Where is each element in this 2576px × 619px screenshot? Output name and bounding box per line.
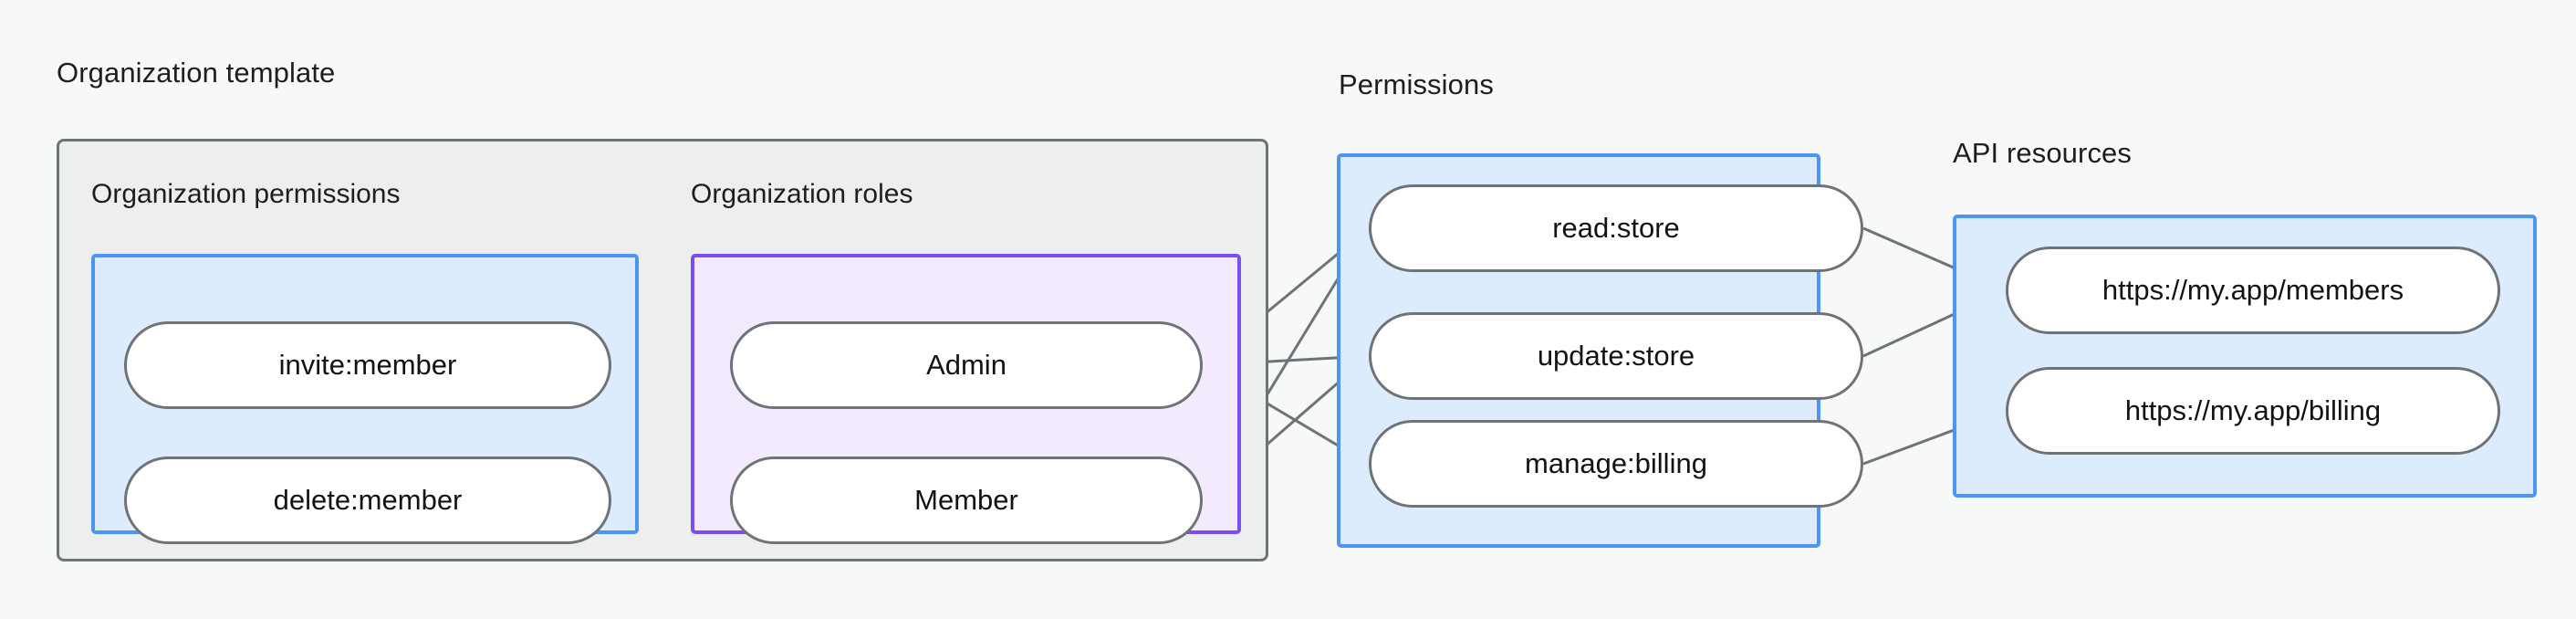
pill-members-url[interactable]: https://my.app/members: [2006, 247, 2500, 334]
organization-template-label: Organization template: [57, 57, 336, 89]
organization-permissions-label: Organization permissions: [91, 179, 401, 209]
permissions-label: Permissions: [1339, 68, 1494, 100]
pill-manage-billing[interactable]: manage:billing: [1369, 420, 1863, 508]
pill-billing-url[interactable]: https://my.app/billing: [2006, 367, 2500, 455]
pill-member[interactable]: Member: [730, 456, 1203, 544]
pill-admin[interactable]: Admin: [730, 321, 1203, 409]
pill-update-store[interactable]: update:store: [1369, 312, 1863, 400]
pill-delete-member[interactable]: delete:member: [124, 456, 611, 544]
pill-invite-member[interactable]: invite:member: [124, 321, 611, 409]
pill-read-store[interactable]: read:store: [1369, 184, 1863, 272]
api-resources-label: API resources: [1953, 137, 2132, 169]
organization-roles-label: Organization roles: [691, 179, 913, 209]
